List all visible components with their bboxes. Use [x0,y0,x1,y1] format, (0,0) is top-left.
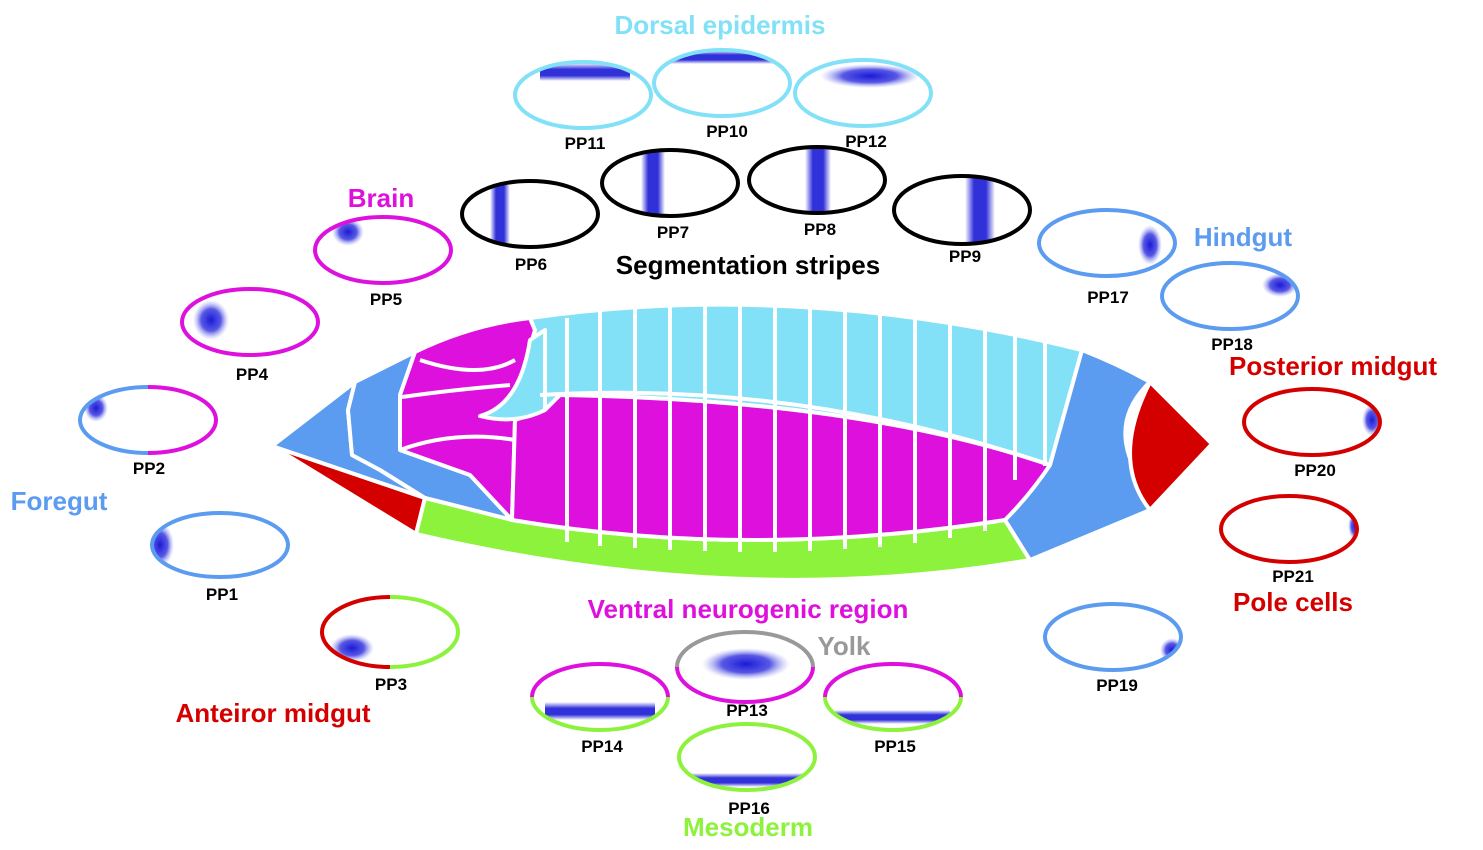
hindgut-label: Hindgut [1194,222,1293,252]
pp4-label: PP4 [236,365,269,384]
anterior-midgut-label: Anteiror midgut [176,698,371,728]
ventral-neurogenic-label: Ventral neurogenic region [588,594,909,624]
pp14-pattern: PP14 [530,662,670,756]
pp18-label: PP18 [1211,335,1253,354]
pp18-pattern: PP18 [1160,261,1300,354]
pp10-pattern: PP10 [652,48,792,141]
pp12-pattern: PP12 [793,58,933,151]
pp13-pattern: PP13 [675,630,815,720]
pp7-pattern: PP7 [600,148,740,242]
pp17-label: PP17 [1087,288,1129,307]
pp6-label: PP6 [515,255,547,274]
foregut-label: Foregut [11,486,108,516]
pole-cells-label: Pole cells [1233,587,1353,617]
pp15-pattern: PP15 [823,662,963,756]
pp19-label: PP19 [1096,676,1138,695]
pp2-label: PP2 [133,459,165,478]
pp9-pattern: PP9 [892,174,1032,266]
pp1-label: PP1 [206,585,238,604]
pp12-label: PP12 [845,132,887,151]
pp17-pattern: PP17 [1037,208,1177,307]
pp8-pattern: PP8 [747,145,887,239]
segmentation-stripes-label: Segmentation stripes [616,250,880,280]
pp3-label: PP3 [375,675,407,694]
pp8-label: PP8 [804,220,836,239]
head-brain-region [398,316,537,522]
pp20-label: PP20 [1294,461,1336,480]
mesoderm-label: Mesoderm [683,812,813,842]
pp9-label: PP9 [949,247,981,266]
pp19-pattern: PP19 [1043,602,1183,695]
dorsal-flap-region [478,328,547,422]
pp20-pattern: PP20 [1242,387,1382,480]
pp5-label: PP5 [370,290,402,309]
posterior-midgut-label: Posterior midgut [1229,351,1437,381]
pp5-pattern: PP5 [313,215,453,309]
dorsal-epidermis-label: Dorsal epidermis [615,10,826,40]
yolk-label: Yolk [818,631,872,661]
pp15-label: PP15 [874,737,916,756]
pp16-label: PP16 [728,799,770,818]
pp13-label: PP13 [726,701,768,720]
pp10-label: PP10 [706,122,748,141]
pp16-pattern: PP16 [677,722,817,818]
pp2-pattern: PP2 [78,385,218,478]
segment-boundaries [539,300,1051,552]
pp11-label: PP11 [565,134,606,153]
pp14-label: PP14 [581,737,623,756]
pp21-label: PP21 [1272,567,1314,586]
pp1-pattern: PP1 [150,511,290,604]
pp3-pattern: PP3 [320,595,460,694]
pp4-pattern: PP4 [180,287,320,384]
brain-label: Brain [348,183,414,213]
posterior-midgut-region [1128,380,1214,512]
pp11-pattern: PP11 [513,60,653,153]
pp7-label: PP7 [657,223,689,242]
pp6-pattern: PP6 [460,179,600,274]
fate-map [270,300,1214,582]
pp21-pattern: PP21 [1219,494,1359,586]
